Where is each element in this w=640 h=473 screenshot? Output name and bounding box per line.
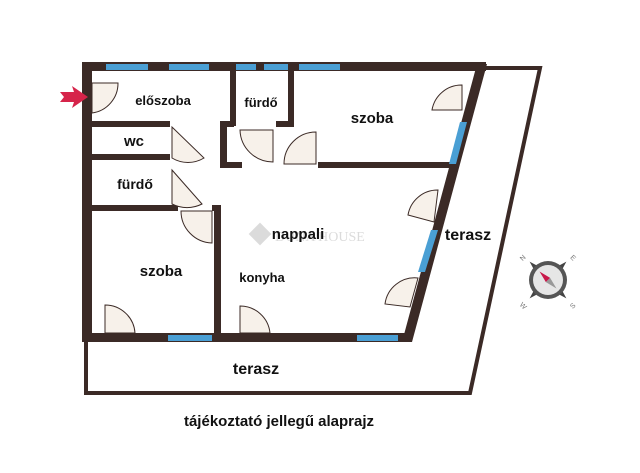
room-label-nappali: nappali	[272, 226, 325, 243]
door-wc	[171, 125, 205, 163]
door-nappali-terrace-1	[407, 189, 439, 223]
door-furdo-top	[239, 129, 274, 163]
compass-n: N	[519, 254, 528, 263]
door-szoba-left	[180, 210, 213, 244]
door-nappali-terrace-2	[384, 277, 419, 308]
door-szoba-top-terrace	[431, 84, 463, 111]
caption: tájékoztató jellegű alaprajz	[184, 413, 374, 430]
compass-e: E	[569, 254, 577, 262]
watermark-text: DUNA HOUSE	[275, 230, 365, 245]
door-szoba-bottom	[104, 304, 136, 334]
room-label-terasz-bottom: terasz	[233, 361, 279, 378]
room-label-wc: wc	[123, 133, 144, 150]
interior-walls	[92, 68, 453, 335]
room-label-szoba-left: szoba	[140, 263, 183, 280]
door-entrance	[91, 82, 119, 114]
terrace-outline	[84, 66, 543, 395]
doors	[91, 82, 463, 334]
door-konyha-bottom	[239, 305, 271, 334]
door-szoba-top	[283, 131, 317, 165]
compass-w: W	[518, 302, 528, 312]
room-label-konyha: konyha	[239, 270, 285, 285]
compass-s: S	[569, 302, 577, 310]
room-label-terasz-right: terasz	[445, 227, 491, 244]
room-label-furdo-left: fürdő	[117, 176, 153, 192]
room-label-furdo-top: fürdő	[244, 95, 277, 110]
entrance-arrow-icon	[60, 86, 88, 108]
room-label-szoba-top: szoba	[351, 110, 394, 127]
compass-icon: N E S W	[518, 254, 578, 312]
windows	[106, 64, 467, 341]
room-label-eloszoba: előszoba	[135, 93, 191, 108]
door-furdo-left	[171, 168, 203, 209]
